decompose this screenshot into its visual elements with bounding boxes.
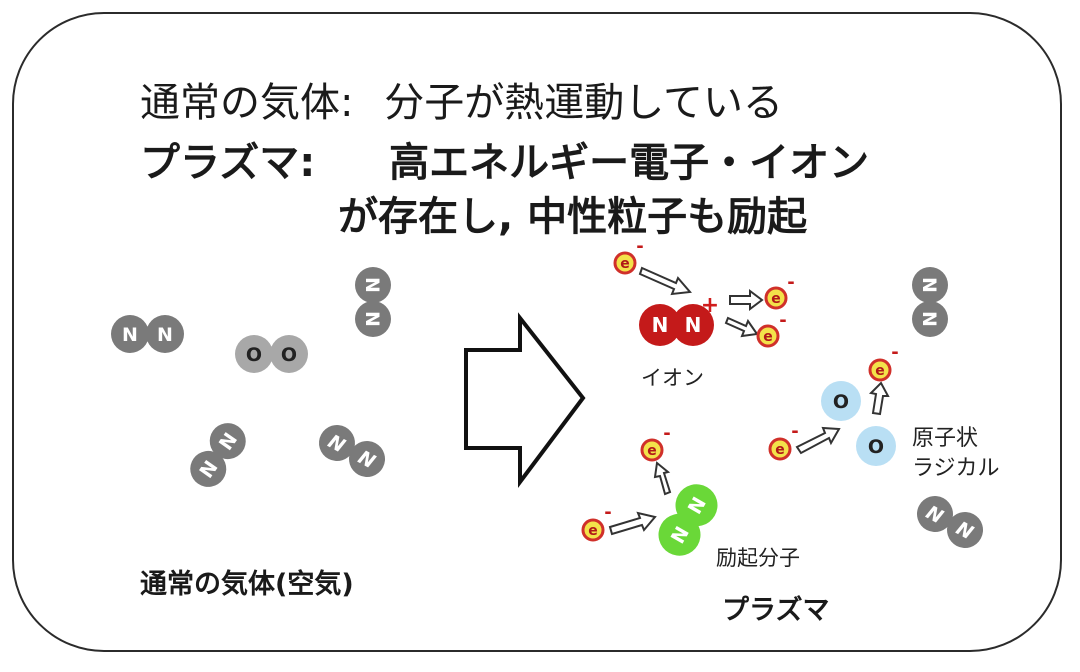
o2-molecule: O O (235, 335, 308, 373)
n-atom (912, 267, 948, 303)
plasma-caption: プラズマ (722, 595, 830, 626)
o-symbol: O (833, 391, 849, 413)
n-symbol: N (157, 324, 173, 346)
electron-icon: e - (581, 502, 612, 542)
n-symbol: N (918, 311, 940, 327)
electron-icon: e - (613, 236, 644, 275)
electron-icon: e - (868, 342, 899, 382)
diagram-frame (12, 12, 1062, 652)
o-atom (235, 335, 273, 373)
n2-molecule: N N (111, 315, 184, 353)
n-symbol: N (361, 311, 383, 327)
plasma-definition-line: プラズマ: 高エネルギー電子・イオン (140, 130, 869, 188)
n2-molecule: N N (912, 267, 948, 337)
electron-symbol: e (771, 291, 781, 307)
electron-symbol: e (775, 442, 785, 458)
hollow-arrow-icon (724, 316, 759, 338)
n-symbol: N (361, 277, 383, 293)
n2-molecule: N N (190, 423, 246, 487)
hollow-arrow-icon (729, 289, 764, 311)
n-atom (146, 315, 184, 353)
hollow-arrow-icon (653, 461, 672, 496)
n-ion-atom (639, 304, 681, 346)
o-radical (821, 381, 861, 421)
ion-label: イオン (641, 366, 704, 390)
n2-molecule: N N (318, 425, 386, 477)
electron-symbol: e (647, 443, 657, 459)
electron-icon: e - (640, 423, 671, 462)
hollow-arrow-icon (868, 381, 890, 416)
electron-charge: - (604, 502, 611, 523)
plasma-definition-continuation: が存在し, 中性粒子も励起 (338, 184, 807, 242)
radical-label-line2: ラジカル (912, 456, 1000, 481)
ion-charge: + (701, 293, 719, 318)
o-symbol: O (281, 344, 297, 366)
hollow-arrow-icon (795, 426, 841, 455)
electron-symbol: e (763, 329, 773, 345)
electron-charge: - (779, 310, 786, 331)
electron-icon: e - (768, 421, 799, 461)
n-ion-atom (672, 304, 714, 346)
n-atom (209, 423, 246, 460)
n-symbol: N (122, 324, 138, 346)
electron-symbol: e (620, 256, 630, 272)
excited-molecule: N N (658, 484, 718, 556)
n2-molecule: N N (355, 267, 391, 337)
o-symbol: O (868, 436, 884, 458)
o-symbol: O (246, 344, 262, 366)
plasma-description: 高エネルギー電子・イオン (389, 140, 870, 186)
electron-symbol: e (875, 363, 885, 379)
n-atom (912, 301, 948, 337)
n-atom (111, 315, 149, 353)
radical-label-line1: 原子状 (912, 426, 979, 451)
radical-atom: O (856, 426, 896, 466)
n-symbol: N (918, 277, 940, 293)
gas-description: 分子が熱運動している (384, 80, 784, 126)
n-atom (349, 440, 386, 477)
n-atom (947, 511, 984, 548)
n-atom (190, 450, 227, 487)
n-symbol: N (652, 313, 669, 337)
n-atom (355, 301, 391, 337)
n2-molecule: N N (916, 496, 984, 548)
n-atom (916, 496, 953, 533)
plasma-term: プラズマ: (140, 140, 316, 186)
electron-charge: - (663, 423, 670, 444)
hollow-arrow-icon (608, 511, 657, 536)
electron-charge: - (891, 342, 898, 363)
electron-symbol: e (588, 523, 598, 539)
excited-n-atom (675, 484, 718, 527)
electron-icon: e - (764, 272, 795, 310)
transition-arrow-icon (464, 312, 586, 488)
n-atom (318, 425, 355, 462)
electron-charge: - (791, 421, 798, 442)
radical-atom: O (821, 381, 861, 421)
o-radical (856, 426, 896, 466)
electron-charge: - (636, 236, 643, 257)
excited-molecule-label: 励起分子 (716, 546, 800, 570)
electron-charge: - (787, 272, 794, 293)
electron-icon: e - (756, 310, 787, 348)
gas-definition-line: 通常の気体: 分子が熱運動している (140, 70, 783, 128)
gas-term: 通常の気体: (140, 80, 354, 126)
o-atom (270, 335, 308, 373)
ion-molecule: N N + (639, 293, 719, 346)
n-atom (355, 267, 391, 303)
n-symbol: N (685, 313, 702, 337)
plasma-description-2: が存在し, 中性粒子も励起 (338, 194, 808, 240)
ordinary-gas-caption: 通常の気体(空気) (140, 569, 354, 600)
hollow-arrow-icon (638, 266, 692, 296)
